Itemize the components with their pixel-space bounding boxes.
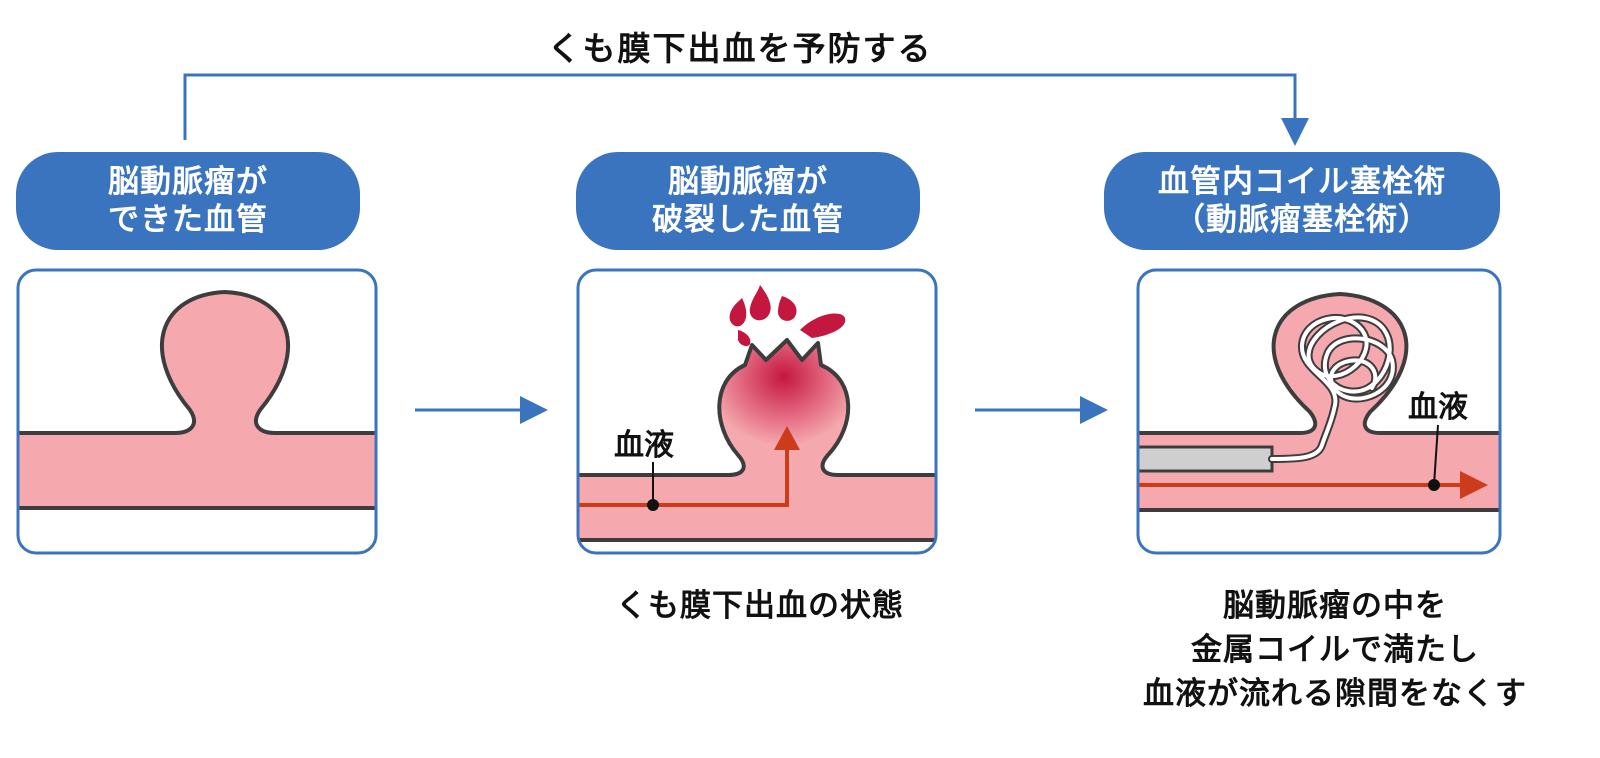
panel-3-illustration [1136,268,1502,555]
blood-drop [729,298,747,327]
step-arrow-2 [975,396,1108,424]
blood-drop [778,296,797,321]
panel-3-caption-line: 金属コイルで満たし [1191,632,1479,668]
up-arrow-icon [774,426,800,450]
right-arrow-icon [1080,396,1108,424]
panel-2-blood-label: 血液 [614,428,674,463]
metal-coil [1268,313,1397,463]
down-arrow-icon [1281,118,1309,146]
panel-3-title-line: 血管内コイル塞栓術 [1158,164,1446,200]
panel-3-caption-line: 血液が流れる隙間をなくす [1143,676,1527,712]
panel-2-caption-line: くも膜下出血の状態 [616,588,904,624]
panel-2-title-line: 破裂した血管 [652,202,844,238]
catheter [1138,445,1274,473]
panel-2-title-line: 脳動脈瘤が [668,164,828,200]
step-arrow-1 [415,396,548,424]
panel-3-title: 血管内コイル塞栓術 （動脈瘤塞栓術） [1104,152,1500,250]
vessel-with-aneurysm [18,292,376,508]
top-flow-label: くも膜下出血を予防する [547,29,933,68]
top-flow-arrow [183,73,1309,146]
panel-1-illustration [16,268,378,555]
panel-1-title: 脳動脈瘤が できた血管 [16,152,360,250]
panel-1-title-line: できた血管 [108,202,268,238]
panel-3-title-line: （動脈瘤塞栓術） [1174,202,1430,238]
blood-drop [738,330,751,347]
blood-drop [800,313,846,338]
panel-2-title: 脳動脈瘤が 破裂した血管 [576,152,920,250]
panel-2-caption: くも膜下出血の状態 [560,584,960,628]
panel-2-illustration [576,268,938,555]
blood-drop [749,285,771,321]
panel-3-blood-label: 血液 [1408,390,1468,425]
panel-1-title-line: 脳動脈瘤が [108,164,268,200]
panel-3-caption-line: 脳動脈瘤の中を [1223,588,1447,624]
panel-3-caption: 脳動脈瘤の中を 金属コイルで満たし 血液が流れる隙間をなくす [1100,584,1570,716]
right-arrow-icon [1460,471,1488,499]
right-arrow-icon [520,396,548,424]
